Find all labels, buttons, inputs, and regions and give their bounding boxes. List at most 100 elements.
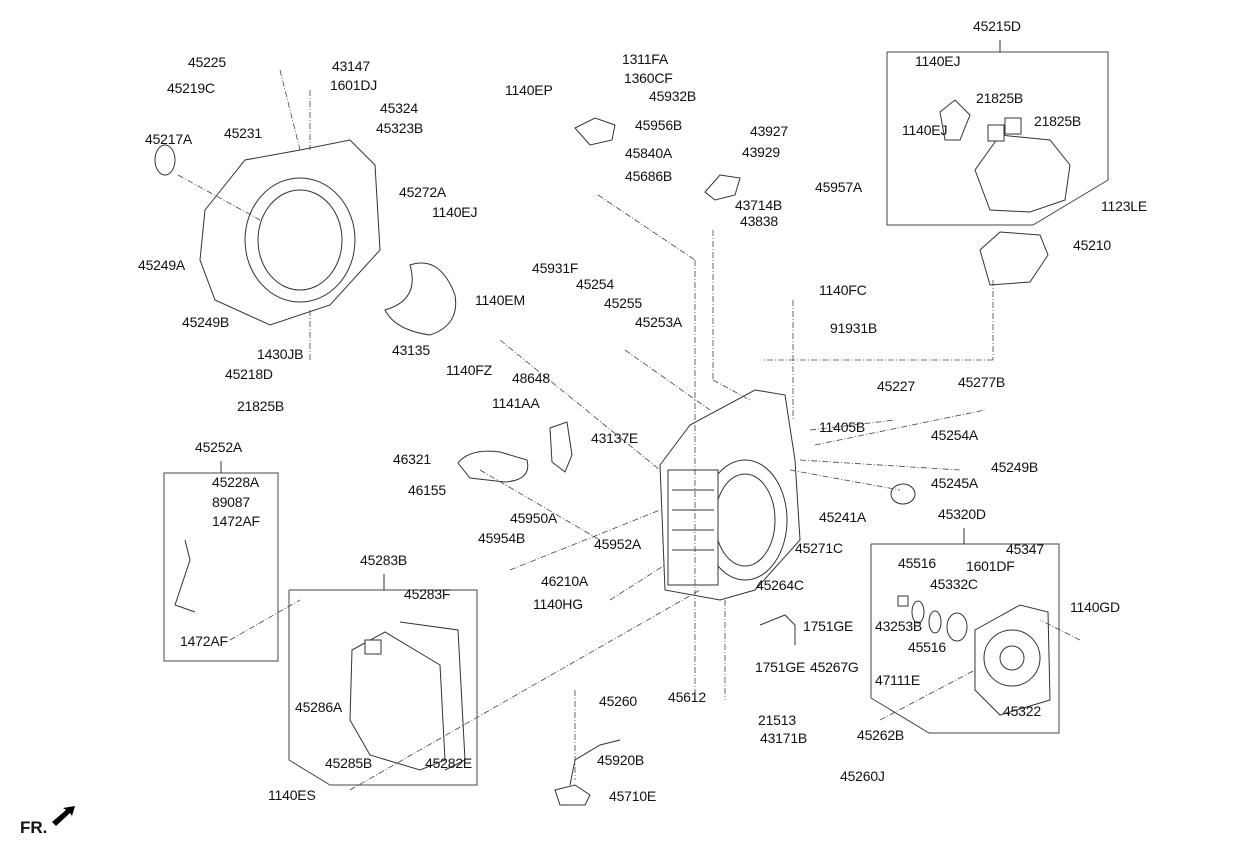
part-label-45324: 45324 [380, 100, 418, 116]
part-label-45252a: 45252A [195, 439, 243, 455]
part-label-1140es: 1140ES [268, 787, 316, 803]
part-label-45320d: 45320D [938, 506, 986, 522]
part-label-45217a: 45217A [145, 131, 193, 147]
front-orientation-label: FR. [20, 818, 48, 837]
part-label-43253b: 43253B [875, 618, 923, 634]
part-label-1123le: 1123LE [1101, 198, 1148, 214]
part-label-45323b: 45323B [376, 120, 424, 136]
part-label-45215d: 45215D [973, 18, 1021, 34]
part-label-48648: 48648 [512, 370, 550, 386]
part-label-45283f: 45283F [404, 586, 451, 602]
part-label-1751ge: 1751GE [803, 618, 854, 634]
front-direction-arrow-icon [52, 806, 75, 826]
part-label-45245a: 45245A [931, 475, 979, 491]
part-label-45264c: 45264C [756, 577, 804, 593]
part-label-45249b: 45249B [991, 459, 1039, 475]
part-label-45218d: 45218D [225, 366, 273, 382]
part-label-45612: 45612 [668, 689, 706, 705]
wire-45920b [569, 739, 621, 786]
part-label-43714b: 43714B [735, 197, 783, 213]
part-label-45956b: 45956B [635, 117, 683, 133]
part-label-45262b: 45262B [857, 727, 905, 743]
pipe-45264c [759, 614, 796, 645]
part-label-45322: 45322 [1003, 703, 1041, 719]
part-label-45710e: 45710E [609, 788, 657, 804]
part-label-1140ej: 1140EJ [902, 122, 948, 138]
main-transaxle-case [659, 389, 801, 601]
part-label-1360cf: 1360CF [624, 70, 673, 86]
group-box-45283b [288, 574, 478, 786]
part-label-45231: 45231 [224, 125, 262, 141]
part-label-43838: 43838 [740, 213, 778, 229]
part-label-1140fc: 1140FC [819, 282, 867, 298]
part-label-1140gd: 1140GD [1070, 599, 1120, 615]
part-label-1751ge: 1751GE [755, 659, 806, 675]
part-label-11405b: 11405B [819, 419, 866, 435]
sensor-45710e [554, 784, 591, 806]
part-label-45241a: 45241A [819, 509, 867, 525]
part-label-45260j: 45260J [840, 768, 885, 784]
part-label-45219c: 45219C [167, 80, 215, 96]
part-label-45225: 45225 [188, 54, 226, 70]
part-label-45332c: 45332C [930, 576, 978, 592]
group-box-45320d [870, 528, 1060, 734]
part-label-46155: 46155 [408, 482, 446, 498]
part-label-91931b: 91931B [830, 320, 878, 336]
part-label-21513: 21513 [758, 712, 796, 728]
part-label-45260: 45260 [599, 693, 637, 709]
part-label-21825b: 21825B [1034, 113, 1082, 129]
sensor-45956b [574, 117, 616, 146]
part-label-43147: 43147 [332, 58, 370, 74]
part-label-1140ej: 1140EJ [915, 53, 961, 69]
group-box-45252a [163, 461, 279, 662]
part-label-45282e: 45282E [425, 755, 473, 771]
part-label-45253a: 45253A [635, 314, 683, 330]
oil-seal-45245a [890, 483, 916, 505]
part-label-45954b: 45954B [478, 530, 526, 546]
converter-housing [199, 139, 381, 326]
part-label-1430jb: 1430JB [257, 346, 304, 362]
part-label-45516: 45516 [908, 639, 946, 655]
part-label-45228a: 45228A [212, 474, 260, 490]
part-label-1472af: 1472AF [212, 513, 260, 529]
part-label-43135: 43135 [392, 342, 430, 358]
part-label-45254a: 45254A [931, 427, 979, 443]
part-label-45285b: 45285B [325, 755, 373, 771]
bracket-45957a [704, 174, 741, 201]
part-label-45932b: 45932B [649, 88, 697, 104]
group-box-45215d [886, 40, 1109, 226]
part-label-45227: 45227 [877, 378, 915, 394]
hose-45252a [174, 539, 196, 613]
part-label-1140hg: 1140HG [533, 596, 583, 612]
shield-43135 [384, 262, 457, 336]
part-label-45272a: 45272A [399, 184, 447, 200]
part-label-45347: 45347 [1006, 541, 1044, 557]
part-label-45931f: 45931F [532, 260, 579, 276]
part-label-45277b: 45277B [958, 374, 1006, 390]
part-label-45516: 45516 [898, 555, 936, 571]
filter-46321 [457, 450, 529, 483]
part-label-1472af: 1472AF [180, 633, 228, 649]
part-label-47111e: 47111E [875, 672, 920, 688]
part-label-45254: 45254 [576, 276, 614, 292]
part-label-1601df: 1601DF [966, 558, 1015, 574]
oil-pan [349, 621, 466, 771]
part-label-21825b: 21825B [976, 90, 1024, 106]
part-label-45952a: 45952A [594, 536, 642, 552]
part-label-1140em: 1140EM [475, 292, 525, 308]
part-label-46210a: 46210A [541, 573, 589, 589]
oil-seal-45217a [154, 144, 176, 176]
part-label-1140ej: 1140EJ [432, 204, 478, 220]
part-label-1141aa: 1141AA [492, 395, 540, 411]
mount-bracket [939, 99, 1071, 286]
part-label-1140fz: 1140FZ [446, 362, 493, 378]
part-label-45249a: 45249A [138, 257, 186, 273]
part-label-21825b: 21825B [237, 398, 285, 414]
part-label-45840a: 45840A [625, 145, 673, 161]
part-label-45920b: 45920B [597, 752, 645, 768]
part-label-45255: 45255 [604, 295, 642, 311]
part-label-43137e: 43137E [591, 430, 639, 446]
part-label-43929: 43929 [742, 144, 780, 160]
